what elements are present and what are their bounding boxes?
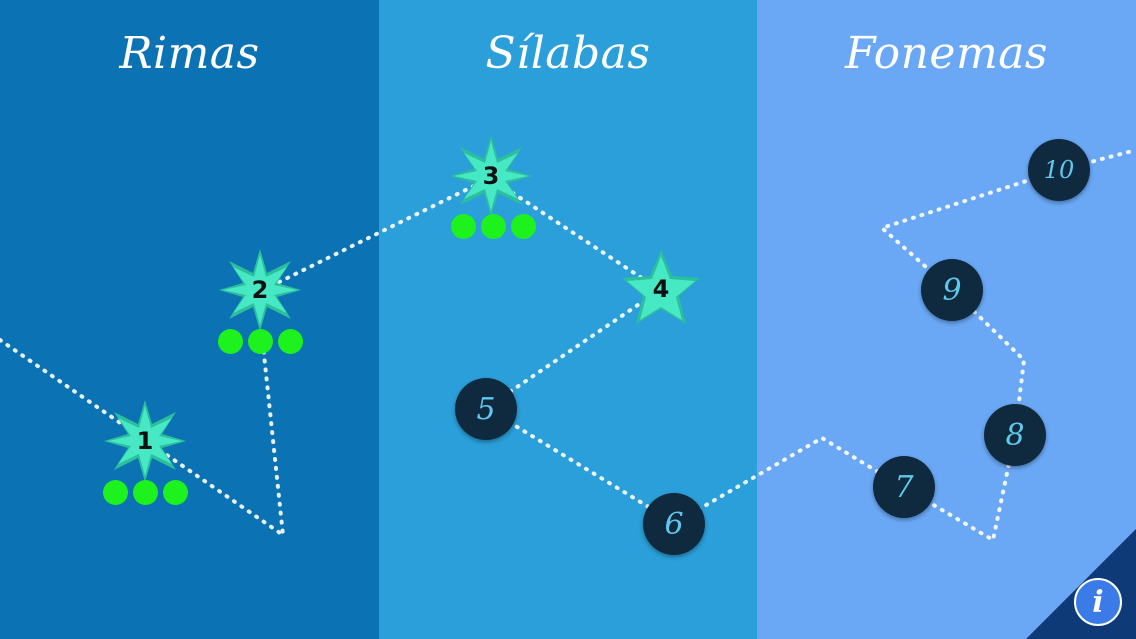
progress-dot <box>163 480 188 505</box>
level-label: 1 <box>136 427 154 455</box>
level-5-button[interactable]: 5 <box>455 378 517 440</box>
star-burst-icon <box>104 400 186 482</box>
star-burst-icon <box>219 249 301 331</box>
section-title-fonemas: Fonemas <box>844 28 1049 79</box>
level-6-button[interactable]: 6 <box>643 493 705 555</box>
level-9-button[interactable]: 9 <box>921 259 983 321</box>
path-segment <box>261 176 492 292</box>
progress-dots-level-1 <box>103 480 188 505</box>
level-label: 4 <box>652 275 670 303</box>
progress-dot <box>218 329 243 354</box>
path-segment <box>484 288 662 410</box>
progress-dot <box>511 214 536 239</box>
progress-dot <box>248 329 273 354</box>
level-label: 3 <box>482 162 500 190</box>
path-segment <box>143 343 286 540</box>
section-rimas: Rimas <box>0 0 379 639</box>
progress-dots-level-2 <box>218 329 303 354</box>
progress-dot <box>103 480 128 505</box>
level-4-star[interactable]: 4 <box>618 246 704 332</box>
path-segment <box>673 435 905 525</box>
level-1-star[interactable]: 1 <box>102 398 188 484</box>
star-burst-icon <box>622 250 700 324</box>
path-segment <box>484 406 677 525</box>
level-10-button[interactable]: 10 <box>1028 139 1090 201</box>
star-burst-icon <box>450 135 532 217</box>
progress-dot <box>278 329 303 354</box>
section-title-rimas: Rimas <box>119 28 260 79</box>
level-8-button[interactable]: 8 <box>984 404 1046 466</box>
level-label: 2 <box>251 276 269 304</box>
level-7-button[interactable]: 7 <box>873 456 935 518</box>
progress-dot <box>481 214 506 239</box>
progress-dots-level-3 <box>451 214 536 239</box>
path-segment <box>901 433 1017 544</box>
info-icon: i <box>1092 584 1104 620</box>
info-button[interactable]: i <box>1074 578 1122 626</box>
path-segment <box>0 338 147 442</box>
section-title-silabas: Sílabas <box>485 28 651 79</box>
path-segment <box>488 176 662 292</box>
progress-dot <box>133 480 158 505</box>
path-segment <box>878 148 1136 292</box>
level-3-star[interactable]: 3 <box>448 133 534 219</box>
progress-dot <box>451 214 476 239</box>
level-2-star[interactable]: 2 <box>217 247 303 333</box>
